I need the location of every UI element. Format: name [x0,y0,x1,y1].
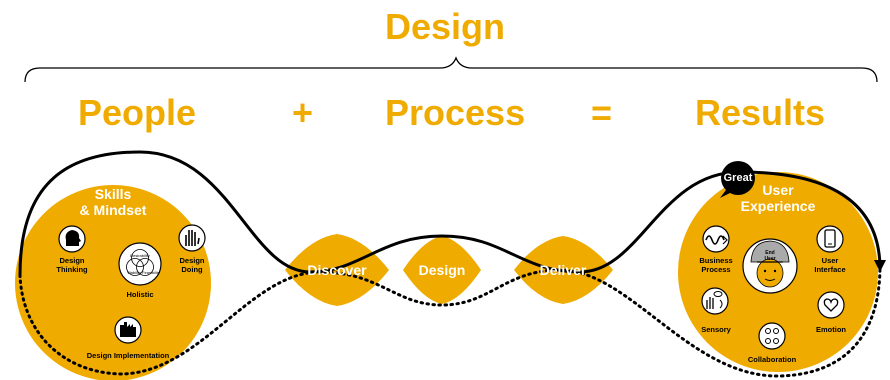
collaboration-icon [758,322,786,350]
results-label: Results [695,92,826,133]
deliver-step: Deliver [539,262,587,278]
plus-sign: + [292,92,314,133]
great-badge: Great [723,172,753,184]
collaboration-label: Collaboration [747,355,797,364]
dotted-path [18,264,882,378]
design-shape [403,236,481,304]
sensory-label: Sensory [701,325,731,334]
great-badge-bubble [720,161,755,198]
business-process-icon [702,225,730,253]
skills-heading: Skills & Mindset [79,186,147,218]
emotion-icon [817,291,845,319]
people-label: People [78,92,197,133]
emotion-label: Emotion [816,325,846,334]
holistic-label: Holistic [126,290,154,299]
end-user-label: End User [764,250,776,262]
user-interface-icon [816,225,844,253]
discover-shape [285,234,389,306]
design-implementation-icon [114,316,142,344]
process-label: Process [385,92,526,133]
design-step: Design [418,262,466,278]
user-interface-label: User Interface [814,256,846,274]
design-thinking-icon [58,225,86,253]
design-doing-icon [178,224,206,252]
sensory-icon [701,287,729,315]
user-experience-heading: User Experience [740,182,816,214]
venn-viability: Viability [127,270,141,275]
end-user-avatar [742,238,798,294]
business-process-label: Business Process [699,256,733,274]
venn-feasibility: Feasibility [142,270,160,275]
holistic-venn-icon [118,242,162,286]
discover-step: Discover [307,262,367,278]
arrow-head [874,260,886,272]
design-implementation-label: Design Implementation [86,351,170,360]
brace [24,56,878,83]
venn-desirability: Desirability [130,253,150,258]
equals-sign: = [591,92,613,133]
page-title: Design [384,6,506,47]
design-thinking-label: Design Thinking [56,256,88,274]
design-doing-label: Design Doing [179,256,205,274]
